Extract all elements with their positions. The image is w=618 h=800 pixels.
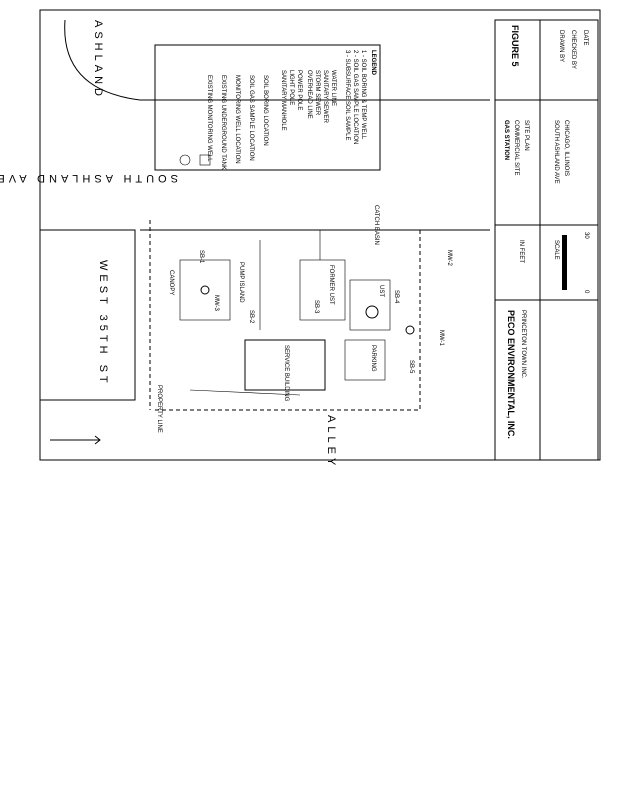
legend-note: 3 - SUBSURFACE SOIL SAMPLE	[344, 50, 350, 140]
map-label: SB-1	[198, 250, 204, 264]
service-building	[244, 339, 326, 391]
scale-bar	[562, 235, 567, 290]
scale-units: IN FEET	[518, 240, 524, 263]
tank-symbol-icon	[199, 154, 211, 166]
title-block: FIGURE 5 DRAWN BY CHECKED BY DATE GAS ST…	[494, 19, 599, 461]
legend-note: 1 - SOIL BORING & TEMP WELL	[360, 50, 366, 140]
scale-label: SCALE	[553, 240, 559, 260]
parking-area	[344, 339, 386, 381]
former-ust	[299, 259, 346, 321]
legend-line-item: LIGHT POLE	[288, 70, 294, 105]
map-label: CATCH BASIN	[373, 205, 379, 245]
project-name: GAS STATION	[503, 120, 509, 160]
street-label: WEST 35TH ST	[97, 260, 109, 387]
map-label: PROPERTY LINE	[156, 385, 162, 433]
project-line: SITE PLAN	[523, 120, 529, 151]
map-label: SERVICE BUILDING	[283, 345, 289, 402]
date-field: DATE	[582, 30, 588, 46]
monitoring-well-icon	[365, 305, 379, 319]
well-symbol-icon	[179, 154, 191, 166]
map-label: FORMER UST	[328, 265, 334, 305]
map-label: SB-5	[408, 360, 414, 374]
map-label: MW-2	[446, 250, 452, 267]
north-arrow-icon	[50, 435, 101, 445]
project-line: COMMERCIAL SITE	[513, 120, 519, 175]
legend-symbol-item: MONITORING WELL LOCATION	[234, 75, 240, 164]
project-line: CHICAGO, ILLINOIS	[563, 120, 569, 176]
soil-boring-icon	[200, 285, 210, 295]
drawn-by: DRAWN BY	[558, 30, 564, 62]
map-label: SB-3	[313, 300, 319, 314]
figure-number: FIGURE 5	[510, 25, 520, 67]
company-name: PECO ENVIRONMENTAL, INC.	[506, 310, 516, 439]
map-label: SB-4	[393, 290, 399, 304]
legend-line-item: OVERHEAD LINE	[306, 70, 312, 119]
legend-heading: LEGEND	[370, 50, 376, 76]
legend-line-item: STORM SEWER	[314, 70, 320, 116]
alley-label: ALLEY	[325, 415, 337, 469]
legend-symbol-item: EXISTING MONITORING WELL	[206, 75, 212, 162]
checked-by: CHECKED BY	[570, 30, 576, 69]
legend: LEGEND 1 - SOIL BORING & TEMP WELL 2 - S…	[154, 44, 381, 171]
legend-symbol-item: SOIL GAS SAMPLE LOCATION	[248, 75, 254, 161]
ust-area	[349, 279, 391, 331]
avenue-label: SOUTH ASHLAND AVENUE	[0, 172, 178, 184]
legend-line-item: SANITARY SEWER	[322, 70, 328, 124]
legend-line-item: WATER LINE	[330, 70, 336, 106]
avenue-curb	[64, 19, 490, 101]
project-line: SOUTH ASHLAND AVE	[553, 120, 559, 184]
legend-line-item: SANITARY MANHOLE	[280, 70, 286, 131]
north-street-label: ASHLAND	[92, 20, 104, 100]
canopy	[179, 259, 231, 321]
scale-end: 30	[583, 232, 589, 239]
legend-symbol-item: EXISTING UNDERGROUND TANK	[220, 75, 226, 170]
utility-lines	[189, 230, 321, 396]
map-label: UST	[378, 285, 384, 297]
soil-boring-icon	[405, 325, 415, 335]
map-label: CANOPY	[168, 270, 174, 295]
map-label: SB-2	[248, 310, 254, 324]
map-label: PUMP ISLAND	[238, 262, 244, 303]
legend-line-item: POWER POLE	[296, 70, 302, 110]
map-label: MW-1	[438, 330, 444, 347]
map-label: PARKING	[370, 345, 376, 372]
street-curb	[40, 229, 136, 401]
map-label: MW-3	[213, 295, 219, 312]
company-sub: PRINCETON TOWN INC.	[520, 310, 526, 379]
legend-symbol-item: SOIL BORING LOCATION	[262, 75, 268, 146]
legend-note: 2 - SOIL GAS SAMPLE LOCATION	[352, 50, 358, 144]
scale-start: 0	[583, 290, 589, 294]
